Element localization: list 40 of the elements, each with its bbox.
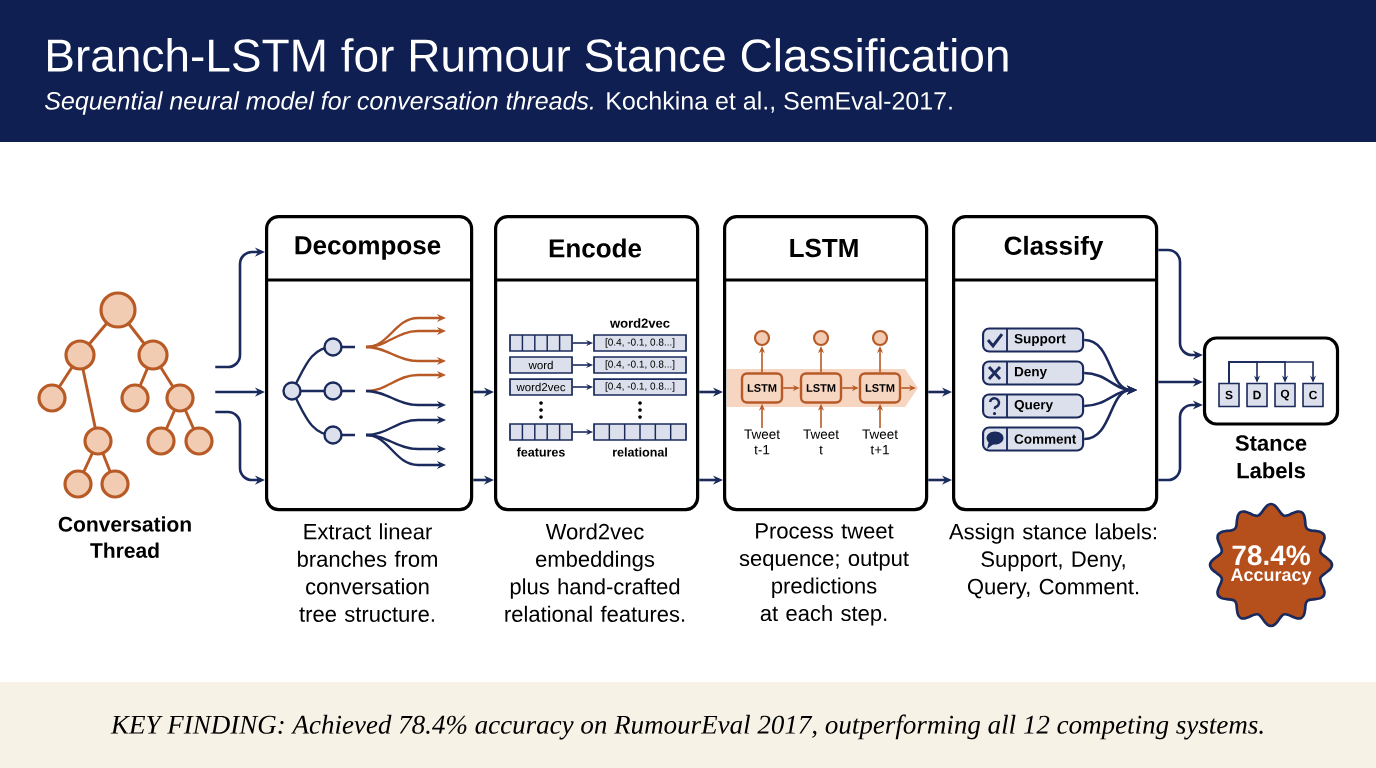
stance-option: Comment xyxy=(982,426,1085,452)
description-text: Extract linear branches from conversation tree structure. xyxy=(298,523,437,622)
label-box: S xyxy=(1218,382,1240,408)
lstm-cell: LSTM xyxy=(858,372,902,404)
accuracy-badge: 78.4% Accuracy xyxy=(1208,502,1334,628)
stance-option: Query xyxy=(982,393,1085,419)
lstm-cell: LSTM xyxy=(740,372,784,404)
tree-caption: Conversation Thread xyxy=(58,516,191,558)
label-box: D xyxy=(1246,382,1268,408)
column-label: word2vec xyxy=(610,318,670,328)
output-caption: Stance Labels xyxy=(1235,435,1307,479)
description-text: Word2vec embeddings plus hand-crafted relational features. xyxy=(505,523,685,622)
label-box: Q xyxy=(1274,382,1296,408)
caption: KEY FINDING: Achieved 78.4% accuracy on RumourEval 2017, outperforming all 12 competing systems. xyxy=(110,714,1263,740)
column-label: features xyxy=(516,447,565,457)
token-box: [0.4, -0.1, 0.8...] xyxy=(593,378,687,396)
vector-cells xyxy=(593,423,687,441)
stage-box: Decompose xyxy=(265,215,474,512)
vector-cells xyxy=(509,334,573,352)
title: Branch-LSTM for Rumour Stance Classification xyxy=(48,38,1008,72)
vector-cells xyxy=(509,423,573,441)
token-box: [0.4, -0.1, 0.8...] xyxy=(593,356,687,374)
token-box: word xyxy=(509,356,573,374)
description-text: Assign stance labels: Support, Deny, Query, Comment. xyxy=(949,523,1156,599)
input-label: Tweet t+1 xyxy=(862,429,898,455)
label-box: C xyxy=(1302,382,1324,408)
arrow xyxy=(1228,361,1317,384)
tree-drawing xyxy=(37,291,214,499)
output-circle xyxy=(871,329,889,347)
subtitle: Sequential neural model for conversation threads. Kochkina et al., SemEval-2017. xyxy=(45,91,952,115)
token-box: word2vec xyxy=(509,378,573,396)
stance-option: Deny xyxy=(982,360,1085,386)
input-label: Tweet t-1 xyxy=(744,429,780,455)
description-text: Process tweet sequence; output predictions at each step. xyxy=(739,523,909,626)
lstm-cell: LSTM xyxy=(799,372,843,404)
output-circle xyxy=(812,329,830,347)
output-circle xyxy=(753,329,771,347)
token-box: [0.4, -0.1, 0.8...] xyxy=(593,334,687,352)
stance-option: Support xyxy=(982,327,1085,353)
input-label: Tweet t xyxy=(803,429,839,455)
